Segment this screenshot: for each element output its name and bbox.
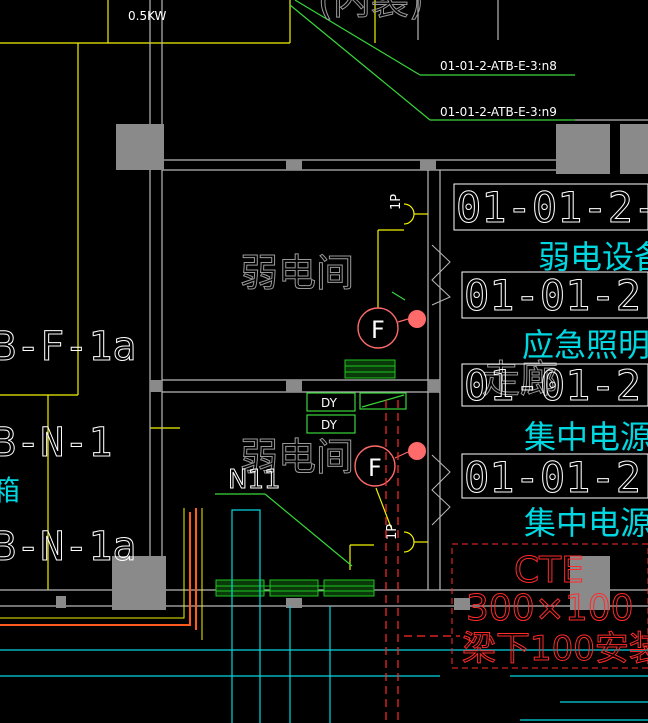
yellow-conduit-edge — [0, 508, 203, 640]
outlet-1p-bottom-label: 1P — [385, 524, 400, 540]
panel-code-4: 01-01-2-A — [464, 453, 648, 502]
panel-desc-4: 集中电源 — [524, 504, 648, 542]
fire-detector-top-label: F — [371, 316, 385, 344]
panel-desc-3: 集中电源 — [524, 418, 648, 456]
cyan-outline — [0, 509, 648, 723]
panel-code-1: 01-01-2-P — [456, 183, 648, 232]
panel-desc-2: 应急照明分 — [522, 326, 648, 364]
cte-title: CTE — [514, 550, 584, 591]
hatched-cabinets — [215, 359, 396, 597]
outlet-1p-bottom — [375, 487, 428, 553]
yellow-feeder-lines — [0, 0, 376, 590]
panel-code-box-1 — [453, 183, 648, 231]
outlet-1p-top — [377, 203, 428, 308]
circuit-label-n9: 01-01-2-ATB-E-3:n9 — [440, 105, 557, 119]
dy-box-2 — [306, 414, 356, 434]
panel-code-box-2 — [461, 271, 648, 319]
n-tag-label: N11 — [228, 465, 281, 495]
dy-box-2-label: DY — [321, 418, 338, 432]
fire-detector-bottom — [354, 442, 426, 487]
power-rating-label: 0.5KW — [128, 9, 167, 23]
outlet-1p-top-label: 1P — [389, 194, 404, 210]
circuit-label-n8: 01-01-2-ATB-E-3:n8 — [440, 59, 557, 73]
room-label-lower: 弱电间 — [240, 435, 354, 479]
cte-size: 300×100 — [466, 588, 634, 629]
left-label-2: B-N-1 — [0, 420, 112, 466]
panel-desc-1: 弱电设备 — [538, 238, 648, 276]
fire-detector-top — [357, 307, 426, 349]
panel-code-3: 01-01-2-A — [464, 361, 648, 410]
red-dashed-lines — [385, 400, 460, 723]
left-label-4: B-N-1a — [0, 524, 137, 570]
room-label-upper: 弱电间 — [240, 251, 354, 295]
panel-code-2: 01-01-2-A — [464, 271, 648, 320]
cte-note: 梁下100安装 — [462, 629, 648, 669]
left-label-3: 箱 — [0, 474, 20, 507]
left-label-1: B-F-1a — [0, 324, 137, 370]
orange-conduit — [0, 508, 197, 630]
dy-side-panel — [359, 392, 407, 410]
structural-columns — [56, 124, 648, 610]
fire-detector-bottom-label: F — [368, 454, 382, 482]
dy-box-1 — [306, 392, 356, 412]
green-leaders — [215, 0, 575, 567]
wall-zigzag-marks — [431, 244, 451, 526]
top-partial-label: (内装) — [318, 0, 424, 23]
panel-code-box-4 — [461, 453, 648, 499]
dy-box-1-label: DY — [321, 396, 338, 410]
panel-code-box-3 — [461, 363, 648, 407]
